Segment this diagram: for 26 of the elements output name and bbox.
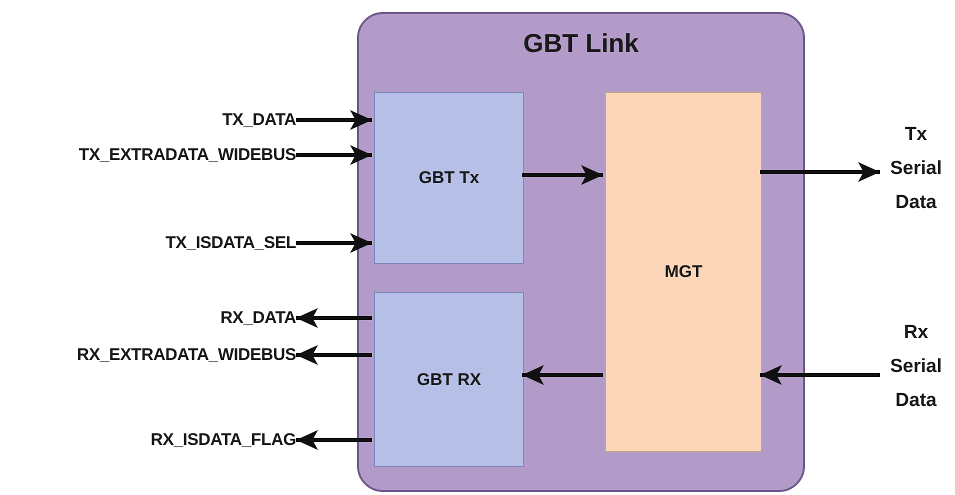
block-label: GBT RX — [416, 370, 482, 390]
block-label: GBT Tx — [418, 168, 480, 188]
arrow — [296, 308, 372, 328]
arrow — [760, 365, 880, 385]
arrow — [296, 233, 372, 253]
signal-label: TX_EXTRADATA_WIDEBUS — [78, 144, 296, 166]
block-box — [374, 292, 524, 467]
signal-label: RX_EXTRADATA_WIDEBUS — [76, 344, 296, 366]
signal-label: Tx Serial Data — [889, 123, 943, 215]
container-title: GBT Link — [522, 28, 640, 59]
arrow — [296, 430, 372, 450]
arrow — [522, 165, 603, 185]
signal-label: TX_DATA — [222, 109, 296, 131]
arrow — [296, 345, 372, 365]
block-box — [605, 92, 762, 452]
signal-label: Rx Serial Data — [889, 321, 943, 413]
arrow — [760, 162, 880, 182]
link-container — [357, 12, 805, 492]
signal-label: RX_DATA — [220, 307, 296, 329]
arrow — [296, 110, 372, 130]
signal-label: TX_ISDATA_SEL — [165, 232, 296, 254]
signal-label: RX_ISDATA_FLAG — [150, 429, 296, 451]
arrow — [522, 365, 603, 385]
arrow — [296, 145, 372, 165]
block-box — [374, 92, 524, 264]
block-label: MGT — [664, 262, 704, 282]
